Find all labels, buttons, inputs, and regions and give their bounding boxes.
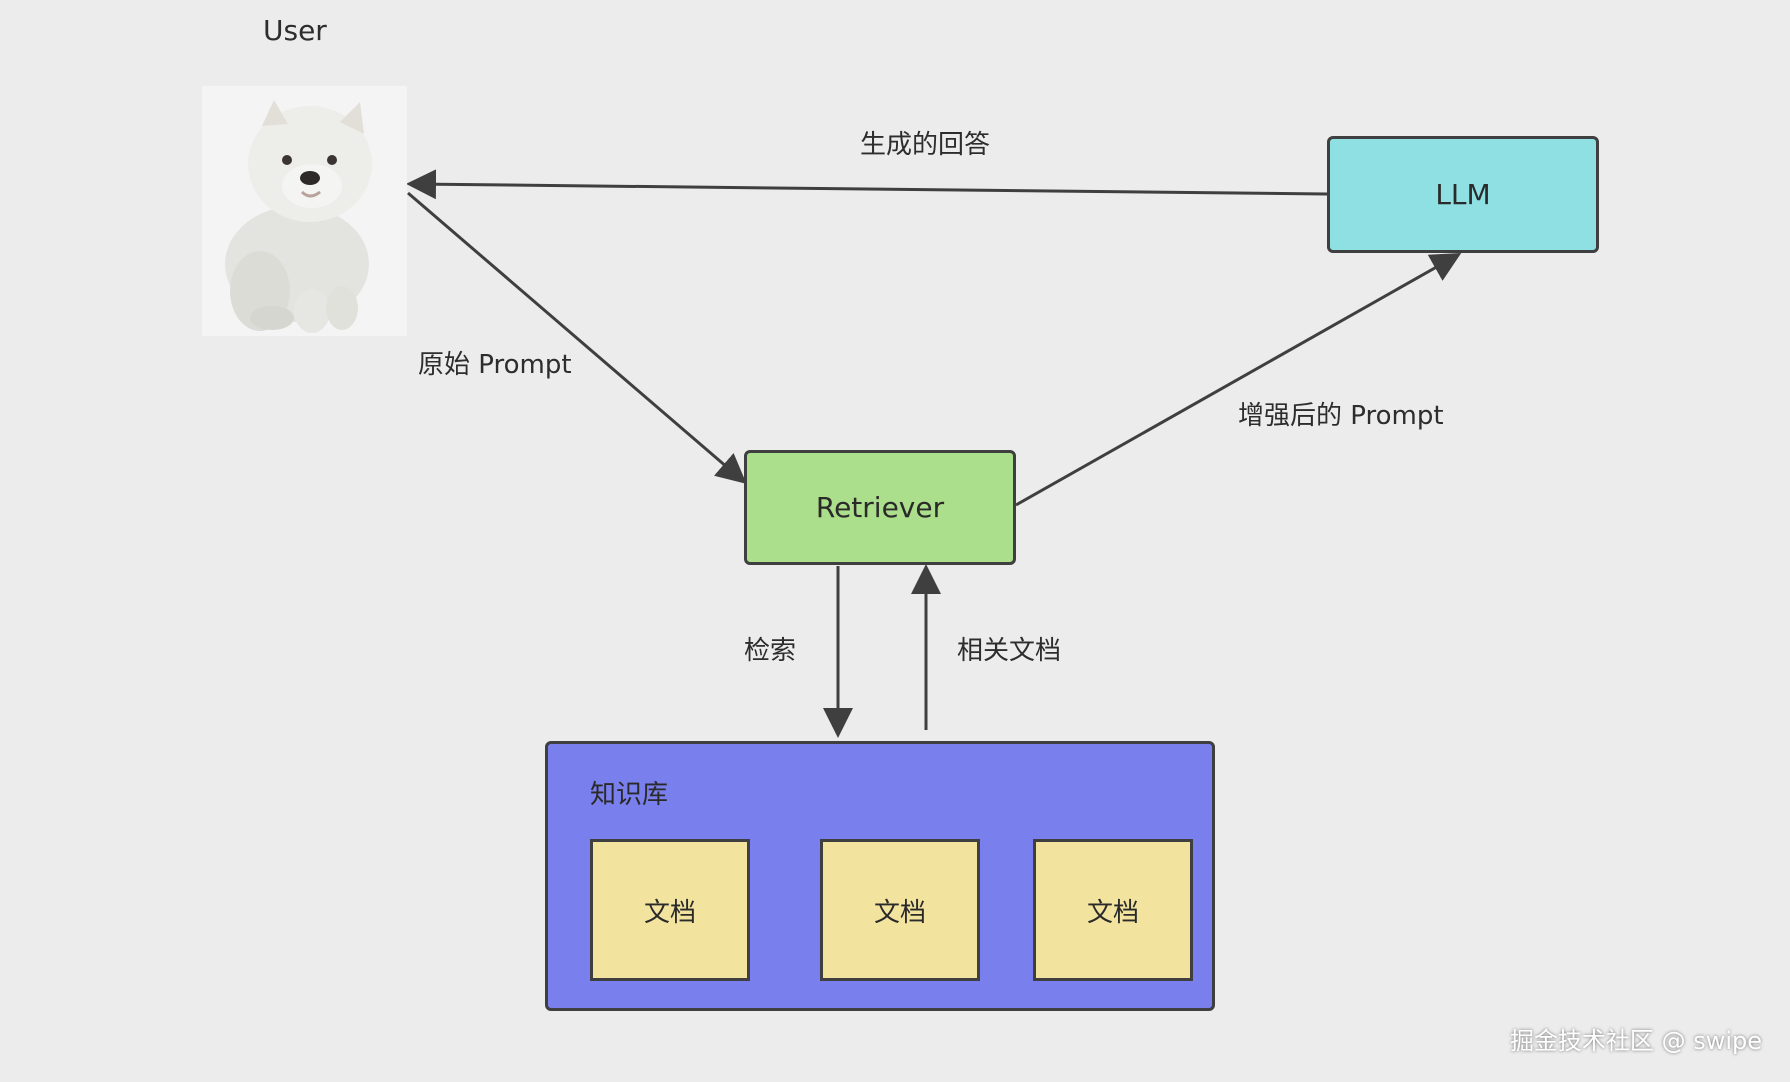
llm-label: LLM	[1435, 178, 1491, 211]
retriever-label: Retriever	[815, 491, 945, 524]
edge-llm-to-user	[406, 169, 1328, 200]
document-box: 文档	[1033, 839, 1193, 981]
document-box: 文档	[590, 839, 750, 981]
user-label: User	[263, 14, 327, 47]
edge-label-original-prompt: 原始 Prompt	[418, 350, 572, 380]
knowledge-base-container: 知识库 文档 文档 文档	[545, 741, 1215, 1011]
llm-node: LLM	[1327, 136, 1599, 253]
knowledge-base-title: 知识库	[590, 780, 669, 810]
edge-retriever-to-llm	[1015, 253, 1462, 507]
document-label: 文档	[1086, 897, 1139, 928]
edge-user-to-retriever	[407, 191, 747, 484]
document-label: 文档	[643, 897, 696, 928]
edge-label-related-docs: 相关文档	[957, 636, 1062, 666]
edge-label-generated-answer: 生成的回答	[860, 130, 991, 160]
retriever-node: Retriever	[744, 450, 1016, 565]
document-box: 文档	[820, 839, 980, 981]
watermark: 掘金技术社区 @ swipe	[1509, 1027, 1762, 1055]
puppy-avatar	[202, 86, 407, 336]
edge-label-augmented-prompt: 增强后的 Prompt	[1238, 401, 1444, 431]
document-label: 文档	[873, 897, 926, 928]
edge-label-search: 检索	[744, 636, 797, 666]
